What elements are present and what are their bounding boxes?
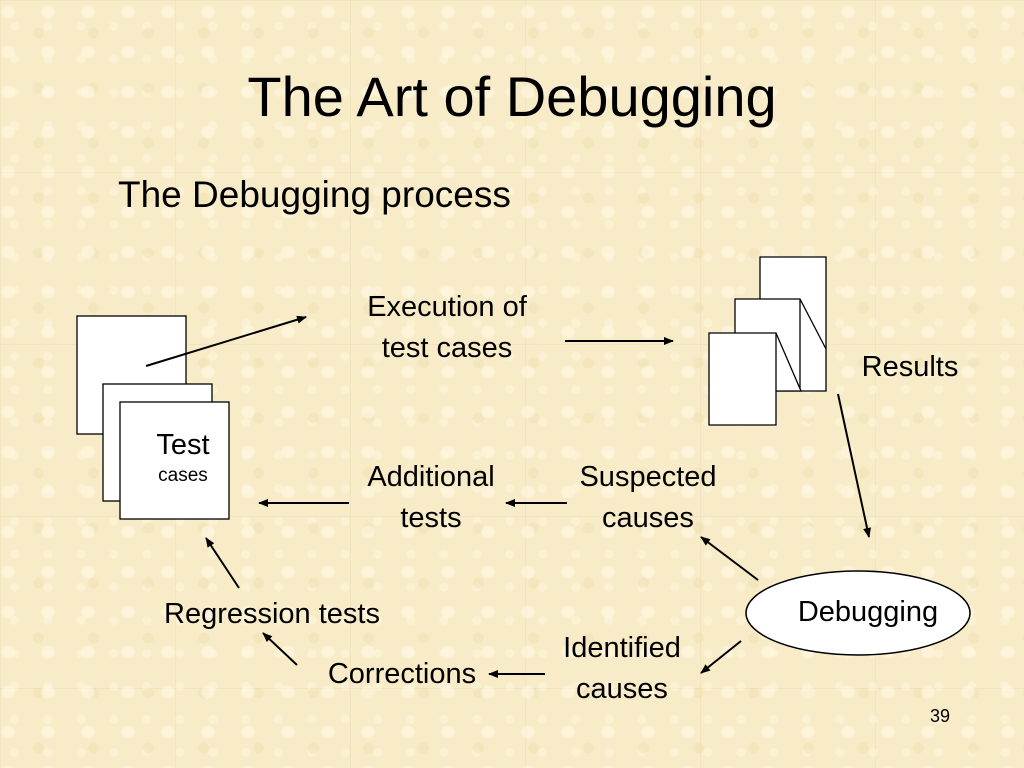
debugging-ellipse	[745, 570, 971, 656]
cases-label: cases	[158, 465, 208, 486]
debugging-label: Debugging	[797, 596, 939, 628]
execution-line-2: test cases	[381, 332, 513, 364]
regression-tests-label: Regression tests	[164, 598, 380, 630]
additional-line-2: tests	[400, 502, 462, 534]
execution-line-1: Execution of	[367, 291, 527, 323]
arrow-debugging-to-suspected	[700, 536, 759, 581]
arrow-corrections-to-regression	[262, 632, 298, 666]
slide-title: The Art of Debugging	[247, 65, 777, 128]
test-label: Test	[156, 429, 210, 461]
arrow-debugging-to-identified	[700, 640, 742, 674]
arrow-results-to-debugging	[837, 393, 872, 538]
test-cases-label: Test cases	[130, 426, 236, 488]
additional-line-1: Additional	[367, 461, 495, 493]
results-documents	[708, 256, 827, 426]
suspected-causes-label: Suspected causes	[556, 457, 740, 539]
test-case-page-front	[119, 401, 230, 520]
results-label: Results	[861, 351, 959, 383]
page-number: 39	[930, 706, 951, 726]
test-cases-documents	[76, 315, 230, 520]
execution-label: Execution of test cases	[340, 287, 554, 369]
corrections-label: Corrections	[327, 658, 477, 690]
arrow-testcases-to-execution	[145, 315, 307, 367]
suspected-line-1: Suspected	[579, 461, 717, 493]
identified-causes-label: Identified causes	[540, 628, 704, 710]
additional-tests-label: Additional tests	[344, 457, 518, 539]
slide-subtitle: The Debugging process	[118, 174, 511, 215]
identified-line-2: causes	[576, 673, 668, 705]
identified-line-1: Identified	[563, 632, 681, 664]
suspected-line-2: causes	[602, 502, 694, 534]
arrow-regression-to-testcases	[205, 537, 240, 589]
